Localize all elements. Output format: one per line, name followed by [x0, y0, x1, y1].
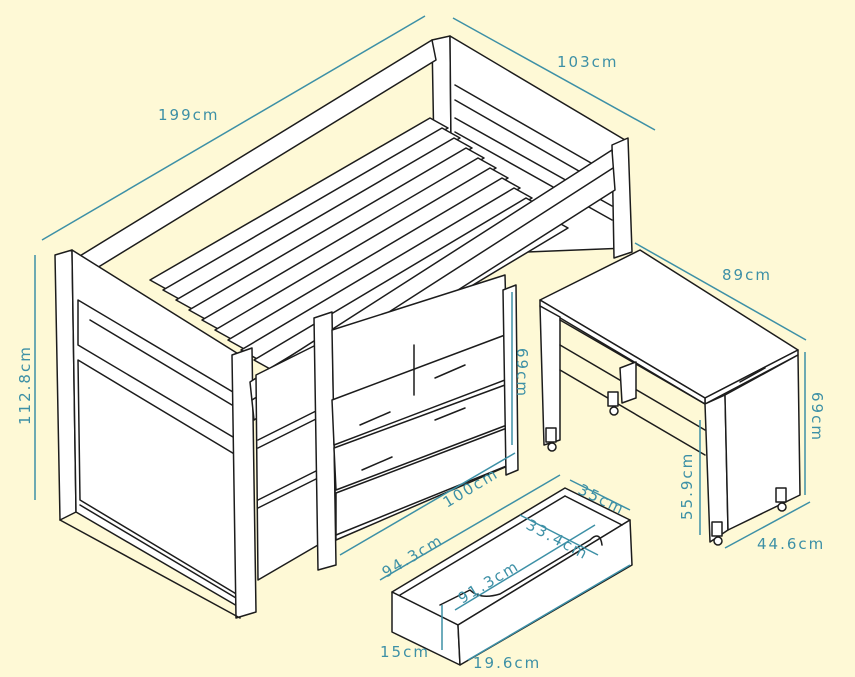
drawer-unit-height-label: 69cm [513, 348, 531, 398]
bed-foot-end [54, 249, 257, 619]
bed-width-label: 103cm [557, 53, 619, 71]
drawer-chest [331, 274, 519, 541]
desk [539, 249, 801, 546]
dimension-lines [34, 15, 811, 661]
underbed-drawer [391, 487, 633, 666]
drawer-front-width-label: 19.6cm [473, 654, 541, 672]
bed-height-label: 112.8cm [16, 345, 34, 425]
drawer-height-label: 15cm [380, 643, 430, 661]
desk-inner-height-label: 55.9cm [678, 452, 696, 520]
bed-length-label: 199cm [158, 106, 220, 124]
desk-height-label: 69cm [808, 392, 826, 442]
desk-length-label: 89cm [722, 266, 772, 284]
desk-depth-label: 44.6cm [757, 535, 825, 553]
bookshelf-unit [255, 311, 337, 581]
